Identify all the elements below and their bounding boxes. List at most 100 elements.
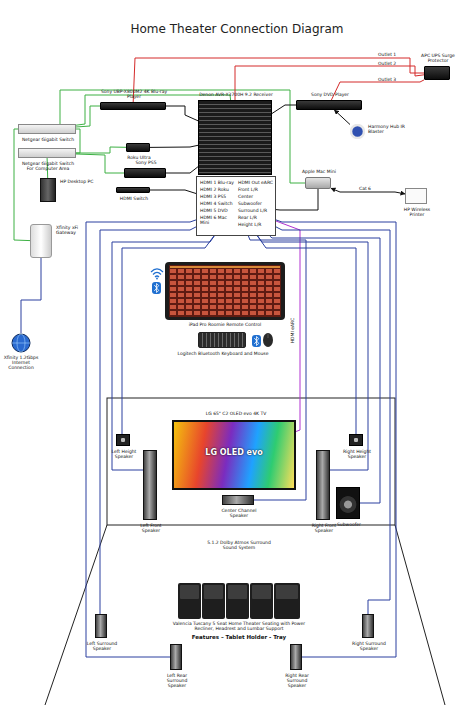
device-box: Sony DVD Player — [296, 100, 362, 110]
seat — [226, 583, 249, 619]
seat-cushion — [180, 585, 199, 599]
note-label: Outlet 3 — [378, 77, 418, 82]
speaker-box: Left Height Speaker — [116, 434, 130, 446]
connector-line — [166, 106, 198, 121]
seating-box: Valencia Tuscany 5 Seat Home Theater Sea… — [178, 583, 300, 619]
node-label: iPad Pro Roomie Remote Control — [180, 322, 270, 327]
note-label: Outlet 1 — [378, 52, 418, 57]
node-label: HDMI Switch — [114, 196, 154, 201]
speaker-box: Right Front Speaker — [316, 450, 330, 520]
node-label: Subwoofer — [238, 201, 275, 206]
node-label: Roku Ultra — [119, 155, 159, 160]
node-label: Xfinity 1.2Gbps Internet Connection — [0, 355, 43, 371]
connector-line — [133, 58, 424, 102]
node-label: Right Height Speaker — [342, 449, 372, 459]
mouse-icon — [268, 334, 269, 338]
seat-cushion — [276, 585, 298, 599]
room-outline — [107, 398, 395, 525]
node-label: Subwoofer — [334, 522, 364, 527]
connector-line — [21, 258, 41, 333]
connector-line — [150, 190, 196, 194]
node-label: Denon AVR-X3700H 9.2 Receiver — [196, 92, 276, 97]
node-label: APC UPS Surge Protector — [418, 53, 458, 63]
tablet-screen — [169, 265, 281, 317]
node-label: Right Rear Surround Speaker — [280, 673, 314, 689]
node-label: Sony PS5 — [126, 160, 166, 165]
node-label: HP Desktop PC — [60, 179, 100, 184]
connector-line — [60, 90, 305, 183]
internet-globe: Xfinity 1.2Gbps Internet Connection — [11, 333, 31, 353]
keyboard-box: Logitech Bluetooth Keyboard and Mouse — [198, 332, 246, 348]
tv-box: LG OLED evoLG 65" C2 OLED evo 4K TV — [172, 420, 296, 490]
diagram-title: Home Theater Connection Diagram — [0, 22, 474, 36]
node-label: Sony UBP-X800M2 4K Blu-ray Player — [99, 89, 169, 99]
node-label: Center — [238, 194, 275, 199]
node-label: LG 65" C2 OLED evo 4K TV — [196, 411, 276, 416]
node-label: HDMI 5 DVD — [200, 208, 237, 213]
connector-line — [76, 129, 80, 153]
node-label: Right Surround Speaker — [352, 641, 386, 651]
note-label: Cat 6 — [355, 186, 375, 191]
connection-panel: HDMI 1 Blu-rayHDMI 2 RokuHDMI 3 PS5HDMI … — [196, 176, 276, 236]
seat — [274, 583, 300, 619]
note-label: Outlet 2 — [378, 61, 418, 66]
room-wall — [45, 525, 107, 705]
node-label: Netgear Gigabit Switch — [18, 137, 78, 142]
node-label: HDMI 1 Blu-ray — [200, 180, 237, 185]
node-label: Left Rear Surround Speaker — [160, 673, 194, 689]
connector-line — [76, 106, 100, 127]
node-label: LG OLED evo — [174, 449, 294, 458]
receiver-box: Denon AVR-X3700H 9.2 Receiver — [198, 100, 272, 175]
node-label: Center Channel Speaker — [219, 508, 259, 518]
speaker-box: Right Rear Surround Speaker — [290, 644, 302, 670]
subwoofer-box: Subwoofer — [336, 487, 360, 519]
connector-line — [14, 129, 30, 241]
node-label: Sony DVD Player — [295, 92, 365, 97]
node-label: Rear L/R — [238, 215, 275, 220]
room-wall — [395, 525, 445, 705]
connector-line — [166, 167, 198, 173]
seat — [202, 583, 225, 619]
node-label: HDMI 6 Mac Mini — [200, 215, 237, 225]
connector-line — [150, 145, 198, 147]
connector-line — [334, 110, 350, 125]
connector-line — [257, 236, 356, 434]
switch-box: Netgear Gigabit Switch For Computer Area — [18, 148, 76, 158]
node-label: Surround L/R — [238, 208, 275, 213]
bluetooth-icon — [254, 337, 258, 346]
seat-cushion — [204, 585, 223, 599]
node-label: Left Surround Speaker — [85, 641, 119, 651]
node-label: HDMI 3 PS5 — [200, 194, 237, 199]
circle-shape — [351, 125, 364, 138]
bluetooth-icon — [252, 335, 261, 347]
speaker-box: Left Rear Surround Speaker — [170, 644, 182, 670]
circle-shape — [12, 334, 30, 352]
device-box: Roku Ultra — [126, 143, 150, 152]
node-label: Height L/R — [238, 222, 275, 227]
node-label: Xfinity xFi Gateway — [56, 225, 96, 235]
node-label: Left Height Speaker — [109, 449, 139, 459]
mouse-icon — [263, 333, 273, 347]
node-label: Front L/R — [238, 187, 275, 192]
speaker-box: Right Height Speaker — [349, 434, 363, 446]
wifi-icon — [151, 269, 163, 277]
speaker-box: Center Channel Speaker — [222, 495, 254, 505]
speaker-box: Left Surround Speaker — [95, 614, 107, 638]
device-box: Apple Mac Mini — [305, 177, 331, 189]
connector-line — [76, 154, 124, 173]
device-box: Sony PS5 — [124, 168, 166, 178]
printer-box: HP Wireless Printer — [405, 188, 427, 204]
node-label: HP Wireless Printer — [397, 207, 437, 217]
tablet-bar — [170, 266, 280, 268]
pc-tower: HP Desktop PC — [40, 178, 56, 202]
connector-line — [276, 221, 300, 432]
node-label: Left Front Speaker — [134, 523, 168, 533]
speaker-box: Right Surround Speaker — [362, 614, 374, 638]
bluetooth-icon — [154, 284, 158, 293]
globe-equator — [12, 343, 30, 344]
tablet-box: iPad Pro Roomie Remote Control — [165, 262, 285, 320]
node-label: Apple Mac Mini — [299, 169, 339, 174]
node-label: HDMI 2 Roku — [200, 187, 237, 192]
node-label: Features – Tablet Holder - Tray — [169, 634, 309, 640]
node-label: Valencia Tuscany 5 Seat Home Theater Sea… — [169, 621, 309, 631]
